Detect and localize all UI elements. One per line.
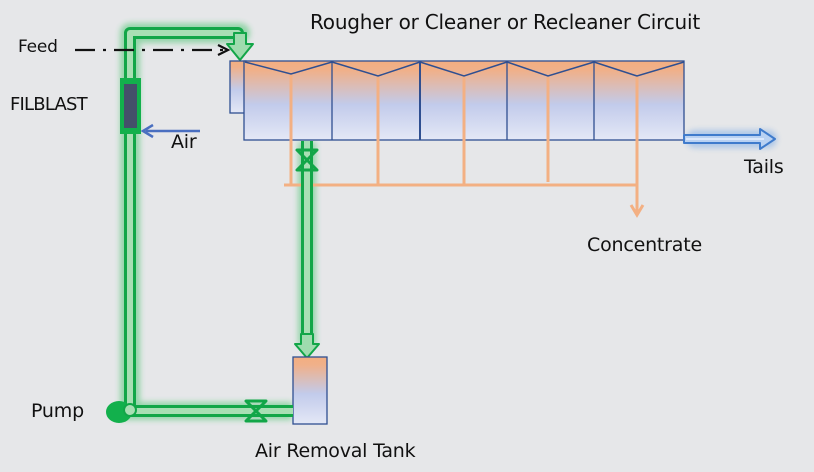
flotation-cell xyxy=(593,61,685,77)
flotation-cell xyxy=(331,61,421,140)
flotation-cell xyxy=(506,61,595,140)
concentrate-launder xyxy=(284,75,645,218)
pump-label: Pump xyxy=(31,400,84,422)
valve-icon xyxy=(244,399,268,423)
tails-pipe xyxy=(683,128,776,150)
air-removal-tank xyxy=(292,356,328,425)
concentrate-label: Concentrate xyxy=(587,234,702,256)
air-label: Air xyxy=(171,131,197,153)
flotation-cell xyxy=(419,61,508,140)
flotation-cell xyxy=(244,61,333,140)
arrow-down-icon xyxy=(294,333,320,359)
pump-icon xyxy=(106,401,137,423)
air-inlet-arrow xyxy=(140,123,200,139)
air-removal-tank-label: Air Removal Tank xyxy=(255,440,416,462)
recycle-pipe-riser xyxy=(124,27,244,416)
feed-line xyxy=(75,44,231,56)
feed-label: Feed xyxy=(18,37,58,57)
tails-label: Tails xyxy=(744,156,784,178)
arrow-down-icon xyxy=(226,32,254,61)
filblast-label: FILBLAST xyxy=(10,94,88,115)
filblast-unit xyxy=(120,78,141,134)
valve-icon xyxy=(295,148,319,172)
diagram-title: Rougher or Cleaner or Recleaner Circuit xyxy=(310,10,700,34)
